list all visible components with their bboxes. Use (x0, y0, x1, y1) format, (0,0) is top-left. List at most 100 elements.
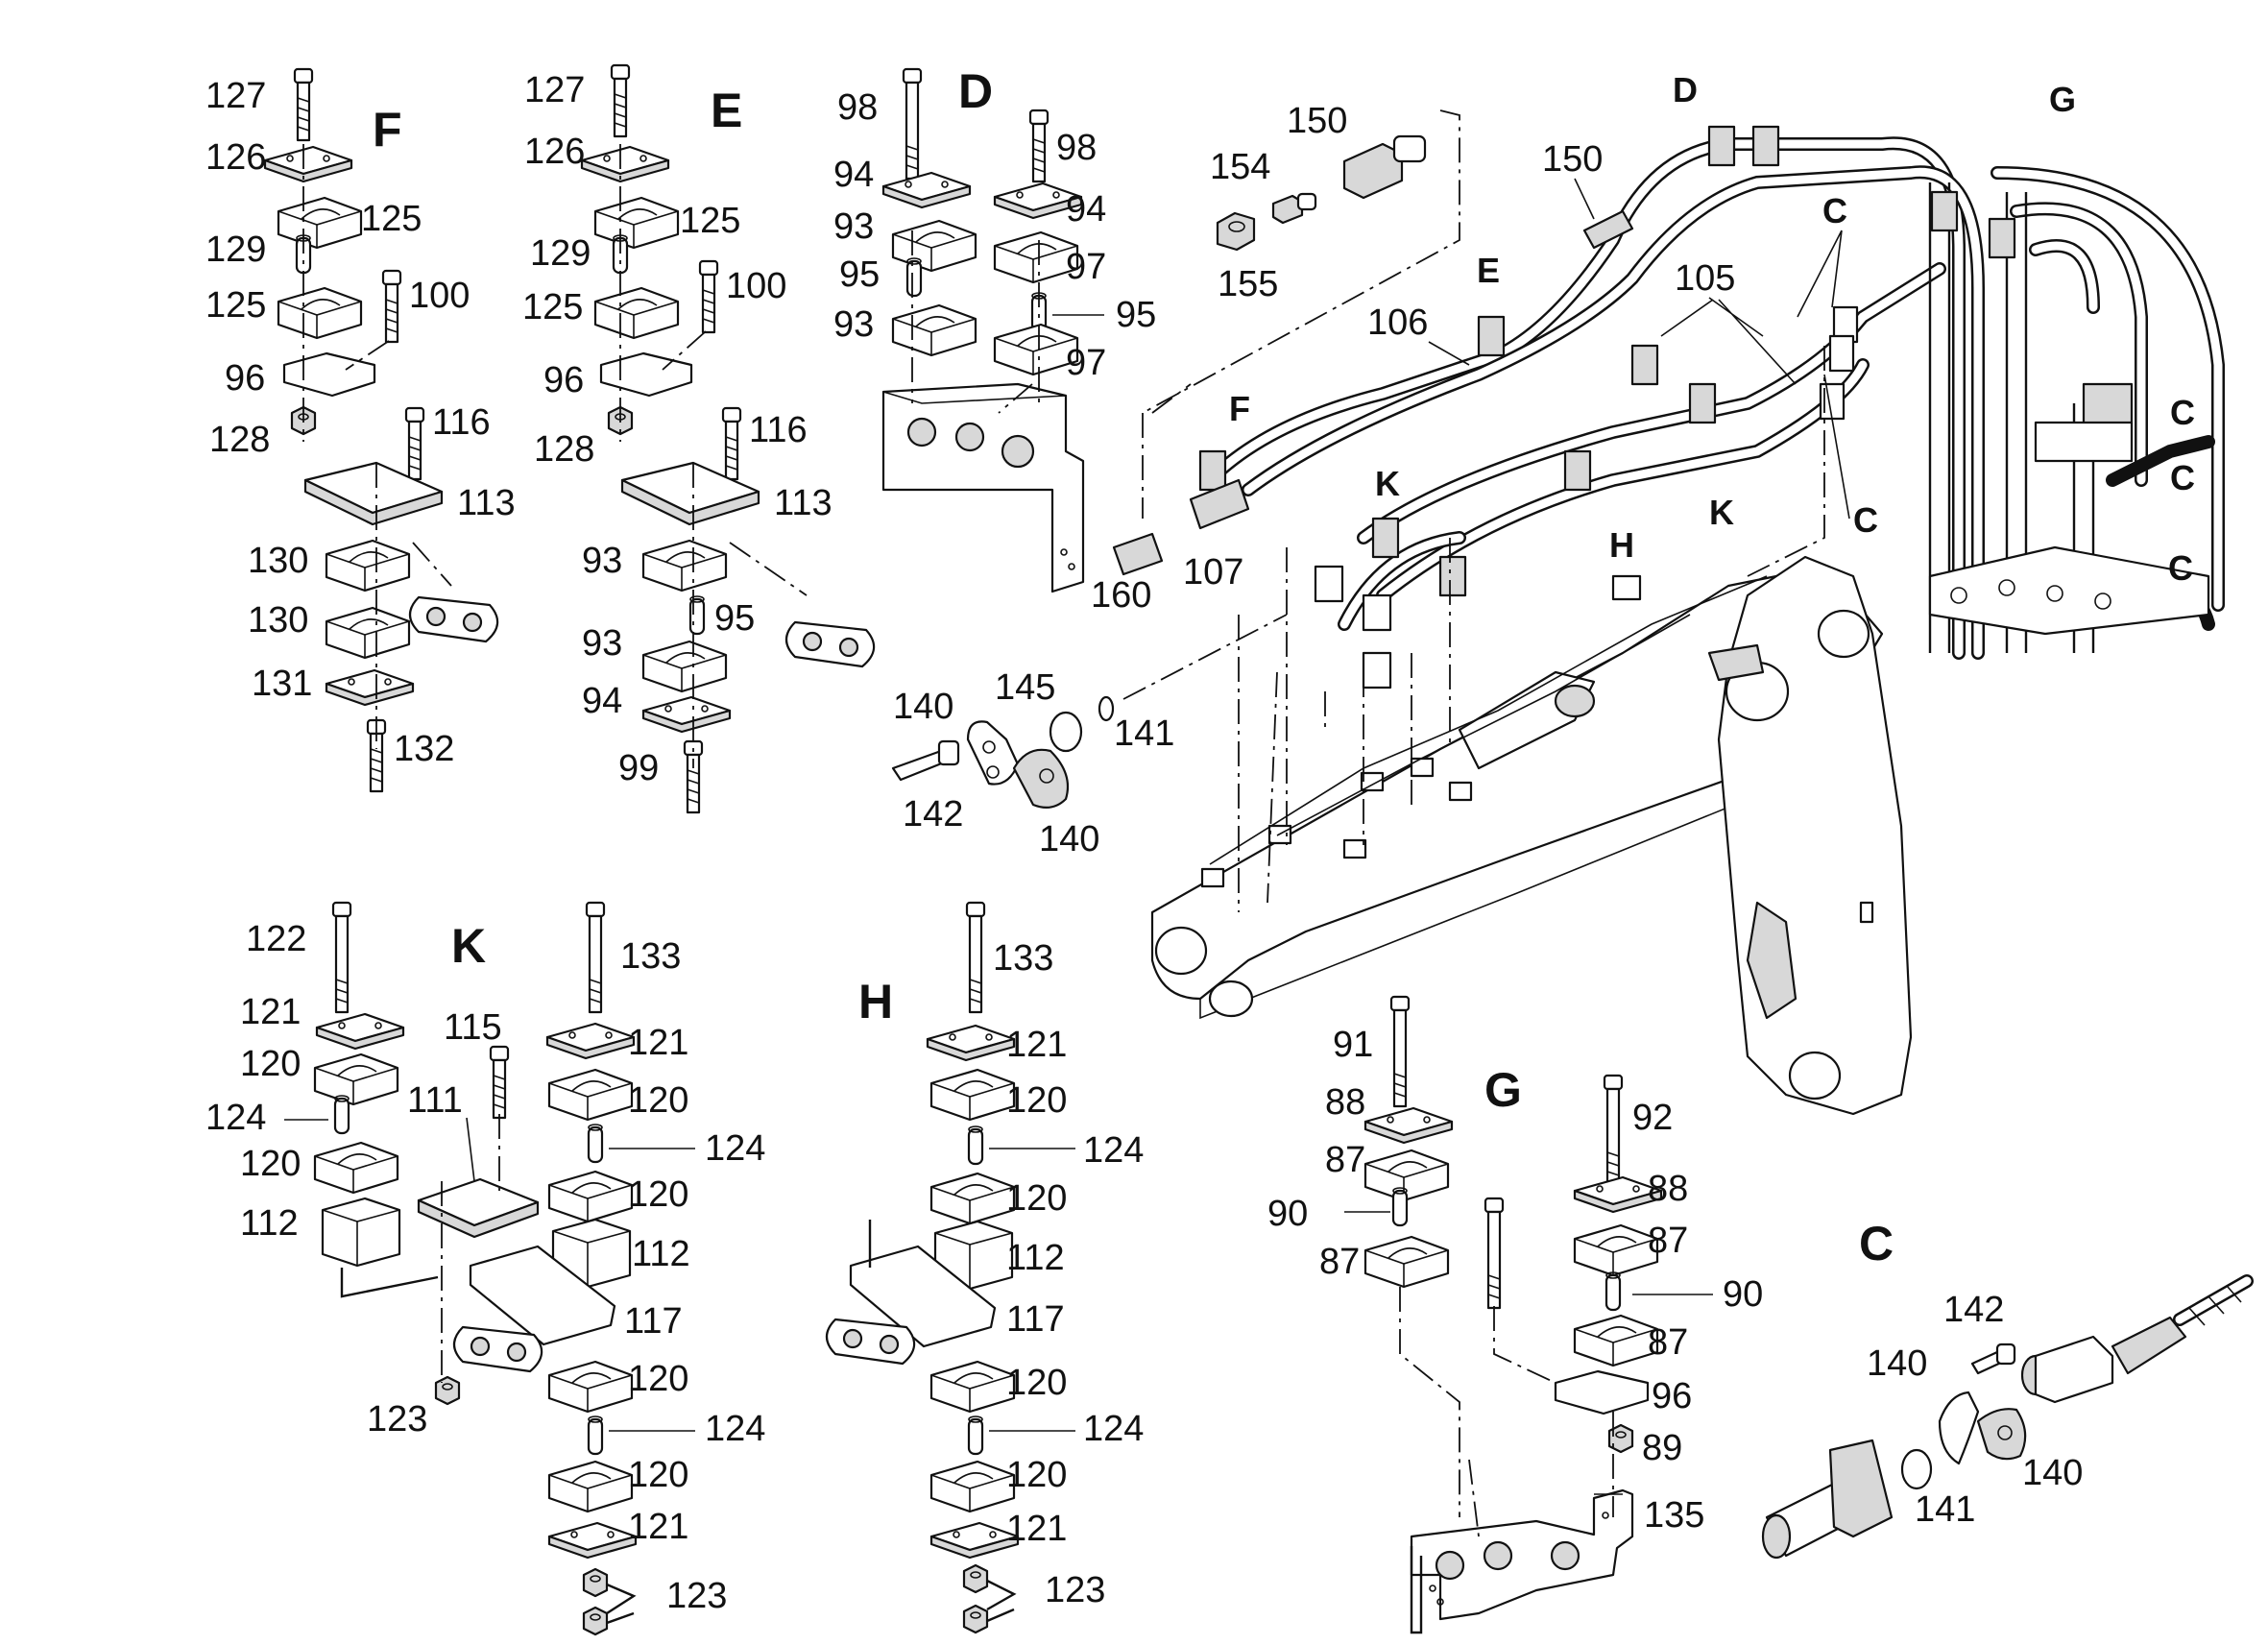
label-123: 123 (666, 1576, 727, 1616)
label-93-e: 93 (582, 541, 622, 581)
label-112-h: 112 (1006, 1238, 1065, 1278)
label-121: 121 (628, 1023, 688, 1063)
label-126: 126 (205, 137, 266, 178)
hose-clamp-d-1 (1707, 125, 1736, 167)
label-90: 90 (1267, 1194, 1308, 1234)
callout-c-4: C (1853, 500, 1878, 540)
clamp-120-h-3 (929, 1360, 1016, 1414)
label-115: 115 (444, 1007, 502, 1048)
nut-123 (434, 1375, 461, 1406)
plate-131 (325, 668, 415, 707)
label-125-e: 125 (522, 287, 583, 327)
label-135: 135 (1644, 1495, 1704, 1536)
label-120: 120 (628, 1455, 688, 1495)
label-141: 141 (1114, 714, 1174, 754)
label-133: 133 (620, 936, 681, 977)
plate-126-e (580, 145, 670, 183)
label-94-d: 94 (1066, 189, 1106, 230)
label-129-e: 129 (530, 233, 591, 274)
label-87: 87 (1648, 1221, 1688, 1261)
label-120: 120 (628, 1359, 688, 1399)
clamp-87-r-lower (1573, 1314, 1659, 1367)
clamp-120-k-2 (547, 1170, 634, 1223)
plate-96 (282, 351, 376, 398)
label-132: 132 (394, 729, 454, 769)
plate-121 (315, 1012, 405, 1051)
label-121: 121 (628, 1507, 688, 1547)
label-130: 130 (248, 600, 308, 641)
bolt-98-left (902, 67, 923, 181)
label-122: 122 (246, 919, 306, 959)
seal-141 (1098, 695, 1115, 722)
flange-half-140-c-upper (1938, 1391, 1980, 1465)
label-145: 145 (995, 667, 1055, 708)
plate-121-k (545, 1022, 636, 1060)
clamp-130-lower (325, 606, 411, 660)
label-97-d: 97 (1066, 343, 1106, 383)
label-129: 129 (205, 230, 266, 270)
clamp-120-upper (313, 1052, 399, 1106)
clamp-120-k-3 (547, 1360, 634, 1414)
sleeve-124-h-1 (967, 1125, 984, 1166)
fitting-160 (1112, 532, 1164, 576)
flange-half-140-upper (966, 720, 1020, 786)
label-95-d: 95 (1116, 295, 1156, 335)
label-121-h: 121 (1006, 1509, 1067, 1549)
label-140: 140 (893, 687, 953, 727)
label-95-d: 95 (839, 254, 880, 295)
bolt-127 (293, 67, 314, 142)
sleeve-124-h-2 (967, 1415, 984, 1456)
label-96: 96 (225, 358, 265, 399)
pipe-end-2 (1362, 593, 1392, 632)
clamp-93-e-lower (641, 640, 728, 693)
hose-clamp-g-1 (1930, 190, 1959, 232)
label-87: 87 (1648, 1322, 1688, 1363)
nut-123-h-2 (962, 1604, 989, 1634)
section-letter-g: G (1484, 1063, 1522, 1117)
sleeve-124-k-1 (587, 1123, 604, 1164)
label-124: 124 (205, 1098, 266, 1138)
label-128: 128 (209, 420, 270, 460)
section-g-clamp-assembly (1363, 995, 1663, 1634)
part-number-labels: 127 126 125 129 125 100 96 128 116 113 1… (205, 70, 2083, 1616)
pipe-end-1 (1314, 565, 1344, 603)
bolt-115 (489, 1045, 510, 1120)
label-112: 112 (632, 1234, 690, 1274)
label-155: 155 (1218, 264, 1278, 304)
label-140-c: 140 (2022, 1453, 2083, 1493)
label-105: 105 (1675, 258, 1735, 299)
callout-c-5: C (2168, 548, 2193, 588)
section-letter-h: H (858, 975, 893, 1028)
boom-clamp-1 (1200, 867, 1225, 888)
label-123: 123 (367, 1399, 427, 1439)
label-87: 87 (1325, 1140, 1365, 1180)
clamp-93-e-upper (641, 539, 728, 593)
label-154: 154 (1210, 147, 1270, 187)
label-120: 120 (628, 1174, 688, 1215)
clamp-120-h-1 (929, 1068, 1016, 1122)
port-stub (1761, 1439, 1894, 1560)
block-112 (321, 1197, 401, 1268)
label-128-e: 128 (534, 429, 594, 470)
pipe-stub-h (1611, 574, 1642, 601)
bolt-100-e (698, 259, 719, 334)
flange-kit (891, 614, 1288, 810)
label-127-e: 127 (524, 70, 585, 110)
clamp-93-upper (891, 219, 977, 273)
sleeve-95-left (905, 256, 923, 298)
flange-half-140-c-lower (1976, 1408, 2027, 1461)
label-88: 88 (1648, 1169, 1688, 1209)
fitting-154 (1271, 192, 1317, 225)
adapter-150 (1342, 134, 1427, 200)
label-94-e: 94 (582, 681, 622, 721)
hose-coupling-150 (1582, 209, 1634, 250)
label-124: 124 (705, 1128, 765, 1169)
screw-142-c (1970, 1343, 2016, 1375)
label-123-h: 123 (1045, 1570, 1105, 1610)
label-93-e: 93 (582, 623, 622, 664)
label-93-d: 93 (833, 304, 874, 345)
hose-clamp-k-2 (1688, 382, 1717, 424)
twin-clamp-block-e (784, 620, 876, 668)
section-c-flange-detail (1761, 1274, 2254, 1560)
label-131: 131 (252, 664, 312, 704)
